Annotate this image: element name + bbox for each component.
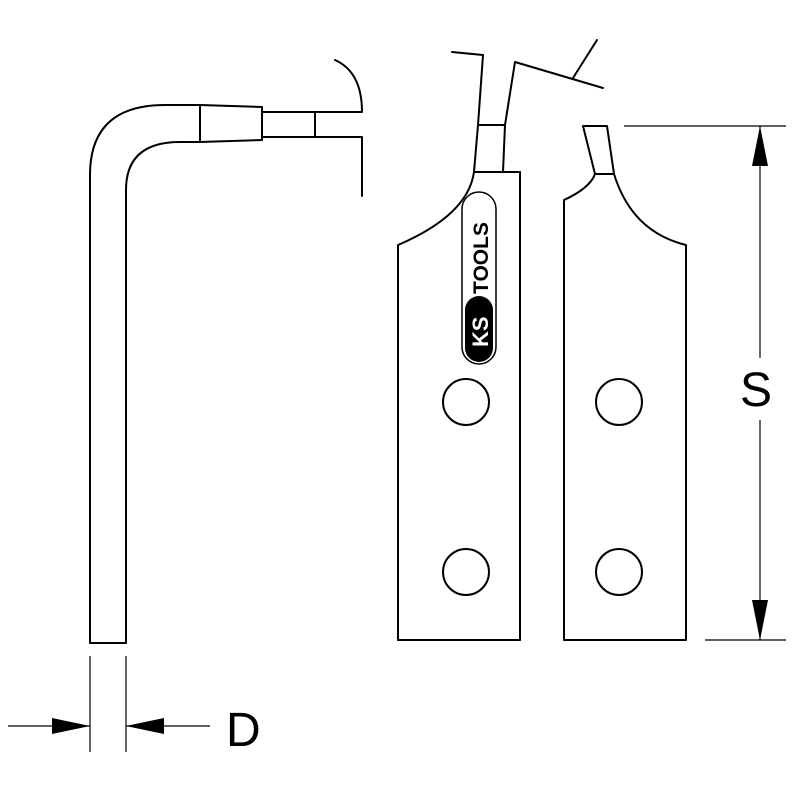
s-arrow-bottom bbox=[752, 600, 768, 640]
s-label: S bbox=[740, 364, 772, 417]
s-arrow-top bbox=[752, 126, 768, 166]
right-tip-hole-upper bbox=[595, 378, 643, 426]
d-label: D bbox=[226, 704, 261, 757]
right-tip-outline bbox=[563, 125, 687, 641]
side-view-outline bbox=[89, 59, 363, 644]
left-tip-hole-lower bbox=[442, 548, 490, 596]
d-arrow-right bbox=[126, 718, 164, 734]
side-view-inner-outline bbox=[125, 136, 363, 644]
left-tip-hole-upper bbox=[442, 378, 490, 426]
front-view-right-tip bbox=[563, 125, 687, 641]
left-tip-outline-right bbox=[502, 61, 604, 641]
dimension-d: D bbox=[8, 656, 261, 757]
logo-text-tools: TOOLS bbox=[470, 222, 493, 294]
right-tip-hole-lower bbox=[595, 548, 643, 596]
logo-frame bbox=[461, 191, 497, 365]
left-tip-outline bbox=[397, 51, 484, 641]
d-arrow-left bbox=[52, 718, 90, 734]
left-tip-break-mark bbox=[572, 39, 598, 79]
ks-tools-logo: KS TOOLS bbox=[461, 191, 497, 365]
dimension-s: S bbox=[624, 125, 786, 641]
side-view-tip bbox=[89, 59, 363, 644]
logo-text-ks: KS bbox=[468, 316, 493, 347]
logo-dark-segment bbox=[465, 296, 493, 362]
front-view-left-tip: KS TOOLS bbox=[397, 39, 604, 641]
